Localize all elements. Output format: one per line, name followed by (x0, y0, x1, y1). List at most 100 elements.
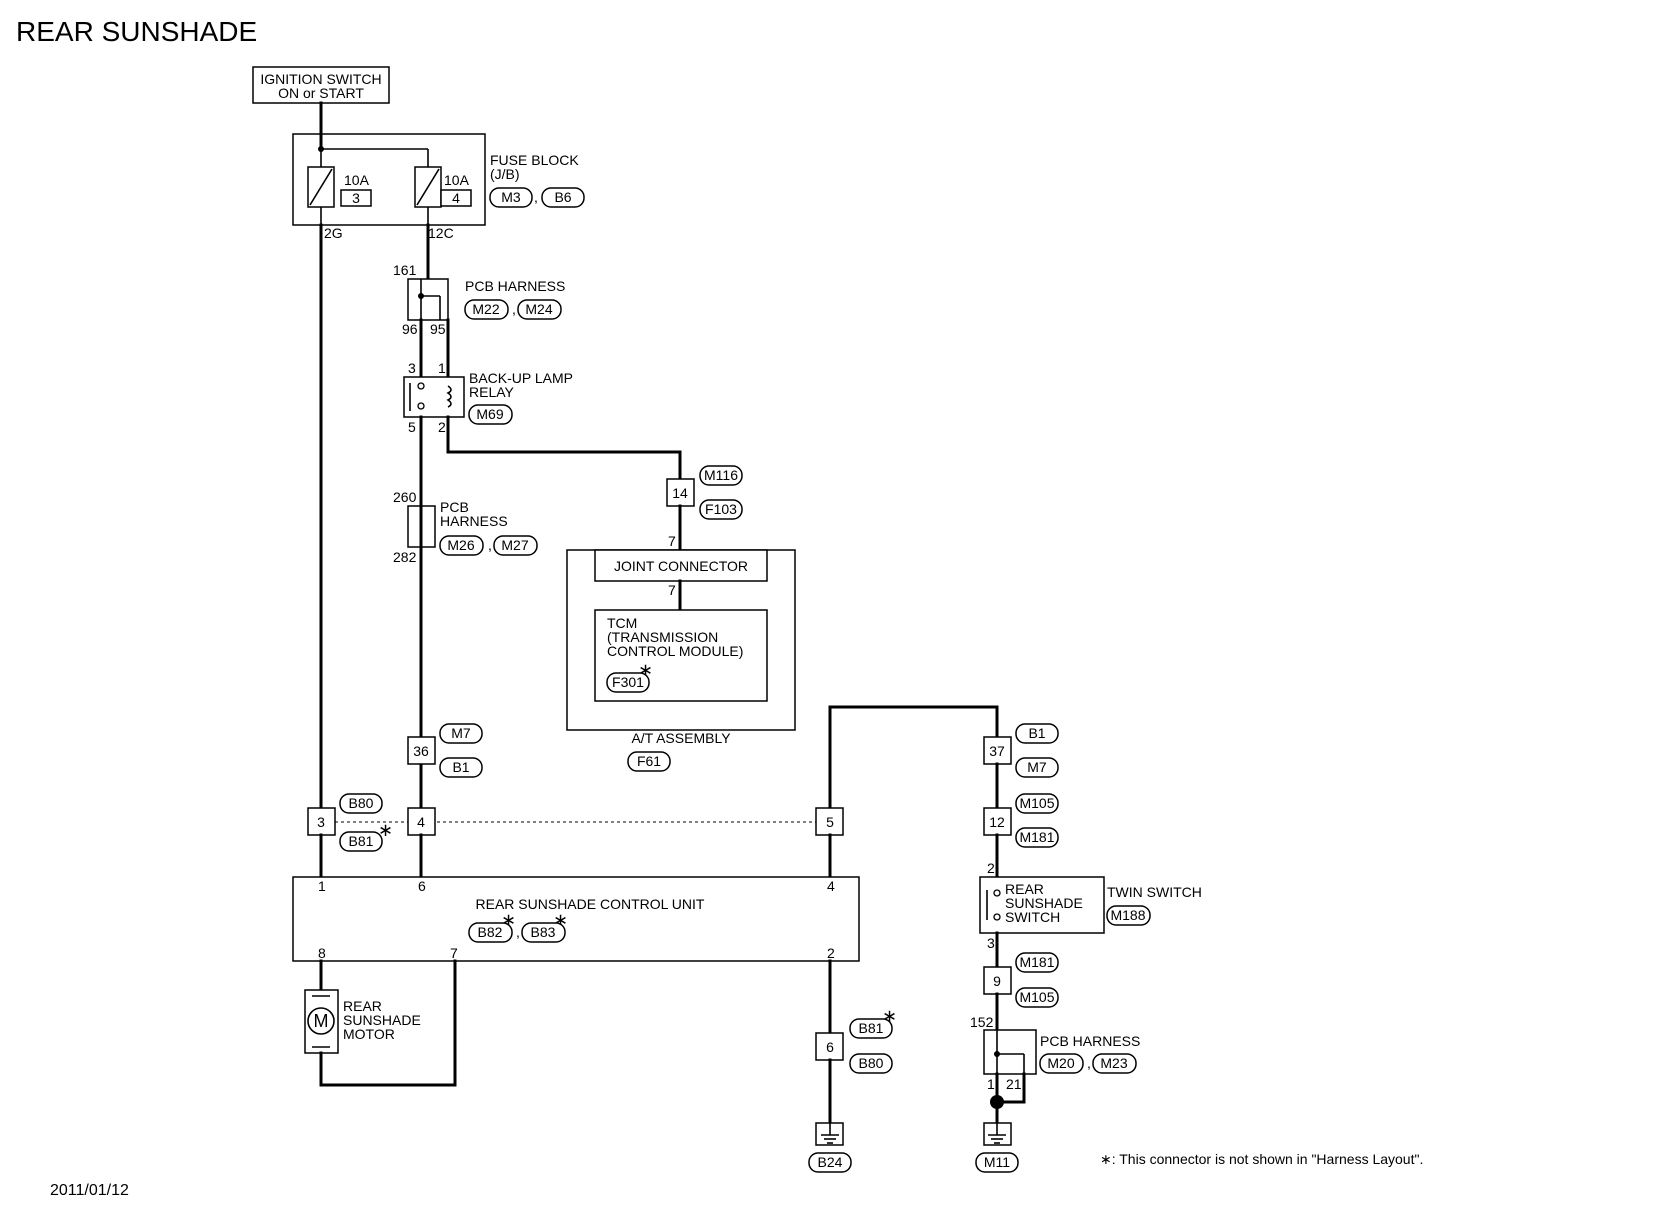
pcb3-pin-r: 21 (1006, 1076, 1022, 1092)
fuse-left-amp: 10A (344, 172, 370, 188)
relay-pin3: 3 (408, 360, 416, 376)
switch-label3: SWITCH (1005, 909, 1060, 925)
connector-14: 14 M116 F103 7 (666, 465, 743, 549)
conn14-a: M116 (704, 467, 738, 483)
pcb1-pin-r: 95 (430, 321, 446, 337)
fuse-right-num: 4 (452, 190, 460, 206)
footnote: ∗: This connector is not shown in "Harne… (1100, 1151, 1423, 1167)
pcb3-label: PCB HARNESS (1040, 1033, 1140, 1049)
motor-symbol: M (314, 1011, 329, 1031)
twin-switch-conn: M188 (1110, 907, 1145, 923)
motor-label3: MOTOR (343, 1026, 395, 1042)
svg-text:,: , (534, 189, 538, 205)
pcb3-pin-l: 1 (987, 1076, 995, 1092)
pcb3-conn-a: M20 (1047, 1055, 1074, 1071)
cu-pin4: 4 (827, 878, 835, 894)
cu-pin2: 2 (827, 945, 835, 961)
at-assembly: JOINT CONNECTOR 7 TCM (TRANSMISSION CONT… (566, 549, 796, 772)
cu-pin1: 1 (318, 878, 326, 894)
fuse-left-term: 2G (324, 225, 343, 241)
b80-pin-4: 4 (417, 814, 425, 830)
conn6-pin: 6 (826, 1039, 834, 1055)
cu-conn-b: B83 (531, 924, 556, 940)
svg-text:,: , (516, 924, 520, 940)
b80-pin-3: 3 (317, 814, 325, 830)
pcb2-conn-a: M26 (447, 537, 474, 553)
switch-pin-bottom: 3 (987, 935, 995, 951)
connector-37: 37 B1 M7 (983, 723, 1059, 778)
pcb1-conn-a: M22 (472, 301, 499, 317)
ground-b24-label: B24 (818, 1154, 843, 1170)
conn37-pin: 37 (989, 743, 1005, 759)
pcb2-label1: PCB (440, 499, 469, 515)
backup-lamp-relay: 3 1 5 2 BACK-UP LAMP RELAY M69 (403, 360, 573, 435)
conn12-a: M105 (1019, 795, 1054, 811)
switch-label2: SUNSHADE (1005, 895, 1083, 911)
joint-connector (594, 549, 768, 582)
fuse-block-conn-b: B6 (554, 189, 571, 205)
ground-m11: M11 (975, 1122, 1019, 1173)
pcb2-conn-b: M27 (501, 537, 528, 553)
svg-text:,: , (1087, 1055, 1091, 1071)
connector-36: 36 M7 B1 (407, 723, 483, 778)
fuse-block-jb: (J/B) (490, 166, 520, 182)
conn6-b: B80 (859, 1055, 884, 1071)
diagram-date: 2011/01/12 (50, 1182, 129, 1199)
conn12-pin: 12 (989, 814, 1005, 830)
relay-conn: M69 (476, 406, 503, 422)
pcb2-label2: HARNESS (440, 513, 508, 529)
fuse-block-conn-a: M3 (501, 189, 521, 205)
pcb-harness-2: 260 282 PCB HARNESS M26 , M27 (393, 489, 538, 565)
conn37-a: B1 (1028, 725, 1045, 741)
b80-conn-a: B80 (349, 795, 374, 811)
pcb3-conn-b: M23 (1100, 1055, 1127, 1071)
relay-coil-icon (446, 385, 452, 408)
motor-label1: REAR (343, 998, 382, 1014)
pcb3-pin-top: 152 (970, 1014, 994, 1030)
fuse-right-amp: 10A (444, 172, 470, 188)
ignition-switch: IGNITION SWITCH ON or START (252, 66, 390, 104)
ignition-line2: ON or START (278, 85, 364, 101)
relay-pin2: 2 (438, 419, 446, 435)
cu-pin8: 8 (318, 945, 326, 961)
relay-pin5: 5 (408, 419, 416, 435)
conn37-b: M7 (1027, 759, 1047, 775)
conn12-b: M181 (1019, 829, 1054, 845)
conn6-asterisk: ∗ (882, 1006, 897, 1026)
ignition-line1: IGNITION SWITCH (260, 71, 381, 87)
relay-label2: RELAY (469, 384, 515, 400)
conn9-pin: 9 (993, 973, 1001, 989)
twin-switch-label: TWIN SWITCH (1107, 884, 1202, 900)
fuse-block: 10A 3 10A 4 2G 12C FUSE BLOCK (J/B) M3 ,… (292, 101, 585, 241)
pcb1-pin-top: 161 (393, 262, 417, 278)
fuse-right-term: 12C (428, 225, 454, 241)
tcm-line2: (TRANSMISSION (607, 629, 718, 645)
wire-pin5-37 (828, 705, 999, 814)
wire-motor-return (319, 959, 457, 1087)
relay-pin1: 1 (438, 360, 446, 376)
ground-b24: B24 (808, 1122, 852, 1173)
cu-pin6: 6 (418, 878, 426, 894)
conn36-a: M7 (451, 725, 471, 741)
at-assembly-conn: F61 (637, 753, 661, 769)
pcb-harness-1: 161 96 95 PCB HARNESS M22 , M24 (393, 262, 565, 337)
rear-sunshade-control-unit: 1 6 4 REAR SUNSHADE CONTROL UNIT ∗ ∗ B82… (292, 876, 860, 962)
b80-asterisk: ∗ (378, 820, 393, 840)
conn36-b: B1 (452, 759, 469, 775)
fuse-block-label: FUSE BLOCK (490, 152, 579, 168)
rear-sunshade-motor: M REAR SUNSHADE MOTOR (304, 989, 421, 1054)
conn14-pin-below: 7 (668, 533, 676, 549)
svg-text:,: , (488, 537, 492, 553)
connector-9: 9 M181 M105 (983, 952, 1059, 1008)
conn36-pin: 36 (413, 743, 429, 759)
b80-conn-b: B81 (349, 833, 374, 849)
cu-pin7: 7 (450, 945, 458, 961)
pcb1-pin-l: 96 (402, 321, 418, 337)
connector-6: 6 B81 ∗ B80 (815, 1006, 897, 1074)
at-assembly-label: A/T ASSEMBLY (631, 730, 731, 746)
conn14-b: F103 (705, 501, 737, 517)
motor-label2: SUNSHADE (343, 1012, 421, 1028)
switch-contact-icon (993, 889, 1001, 897)
tcm-line3: CONTROL MODULE) (607, 643, 743, 659)
joint-connector-label: JOINT CONNECTOR (614, 558, 748, 574)
